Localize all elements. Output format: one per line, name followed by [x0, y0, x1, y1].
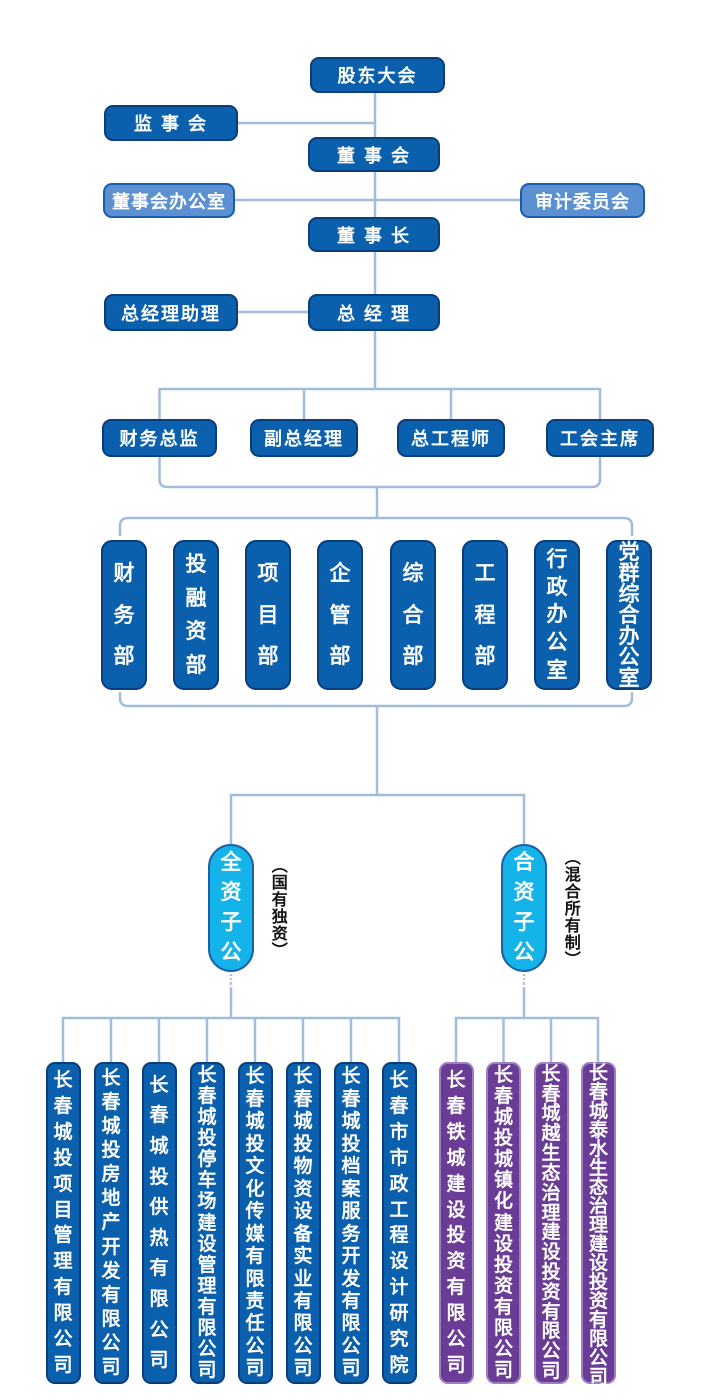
node-jv-company-chengtai-water-eco: 长春城泰水生态治理建设投资有限公司 — [581, 1062, 616, 1387]
node-dept-engineering: 工程部 — [462, 540, 508, 690]
node-board-of-directors: 董 事 会 — [308, 137, 440, 172]
node-company-materials-equipment: 长春城投物资设备实业有限公司 — [285, 1062, 321, 1384]
note-state-owned: （国有独资） — [268, 857, 286, 959]
node-jv-company-tiecheng: 长春铁城建设投资有限公司 — [438, 1062, 474, 1384]
node-cfo: 财务总监 — [102, 419, 217, 457]
node-joint-venture-subsidiaries: 合资子公司 — [501, 844, 547, 994]
node-company-archives-service: 长春城投档案服务开发有限公司 — [333, 1062, 369, 1384]
node-chief-engineer: 总工程师 — [397, 419, 505, 457]
node-chairman: 董 事 长 — [308, 217, 440, 252]
node-company-project-mgmt: 长春城投项目管理有限公司 — [45, 1062, 81, 1384]
node-dept-party-mass-office: 党群综合办公室 — [606, 540, 652, 690]
node-audit-committee: 审计委员会 — [520, 183, 645, 218]
node-deputy-gm: 副总经理 — [250, 419, 358, 457]
node-company-heating: 长春城投供热有限公司 — [141, 1062, 177, 1384]
node-shareholders-meeting: 股东大会 — [310, 57, 445, 93]
node-company-culture-media: 长春城投文化传媒有限责任公司 — [237, 1062, 273, 1384]
note-mixed-ownership: （混合所有制） — [561, 848, 579, 968]
node-board-office: 董事会办公室 — [103, 183, 235, 218]
node-company-real-estate: 长春城投房地产开发有限公司 — [93, 1062, 129, 1384]
node-dept-general-affairs: 综合部 — [390, 540, 436, 690]
node-dept-project: 项目部 — [245, 540, 291, 690]
node-general-manager: 总 经 理 — [308, 294, 440, 331]
node-dept-finance: 财务部 — [101, 540, 147, 690]
node-jv-company-urbanization: 长春城投城镇化建设投资有限公司 — [486, 1062, 521, 1384]
node-dept-admin-office: 行政办公室 — [534, 540, 580, 690]
node-jv-company-chengyue-eco: 长春城越生态治理建设投资有限公司 — [533, 1062, 569, 1384]
node-dept-investment-financing: 投融资部 — [173, 540, 219, 690]
node-wholly-owned-subsidiaries: 全资子公司 — [208, 844, 254, 994]
node-supervisory-board: 监 事 会 — [104, 105, 238, 141]
node-company-parking: 长春城投停车场建设管理有限公司 — [189, 1062, 225, 1384]
node-company-municipal-design: 长春市市政工程设计研究院 — [381, 1062, 417, 1384]
node-gm-assistant: 总经理助理 — [104, 294, 238, 331]
node-union-chairman: 工会主席 — [546, 419, 654, 457]
node-dept-enterprise-mgmt: 企管部 — [317, 540, 363, 690]
